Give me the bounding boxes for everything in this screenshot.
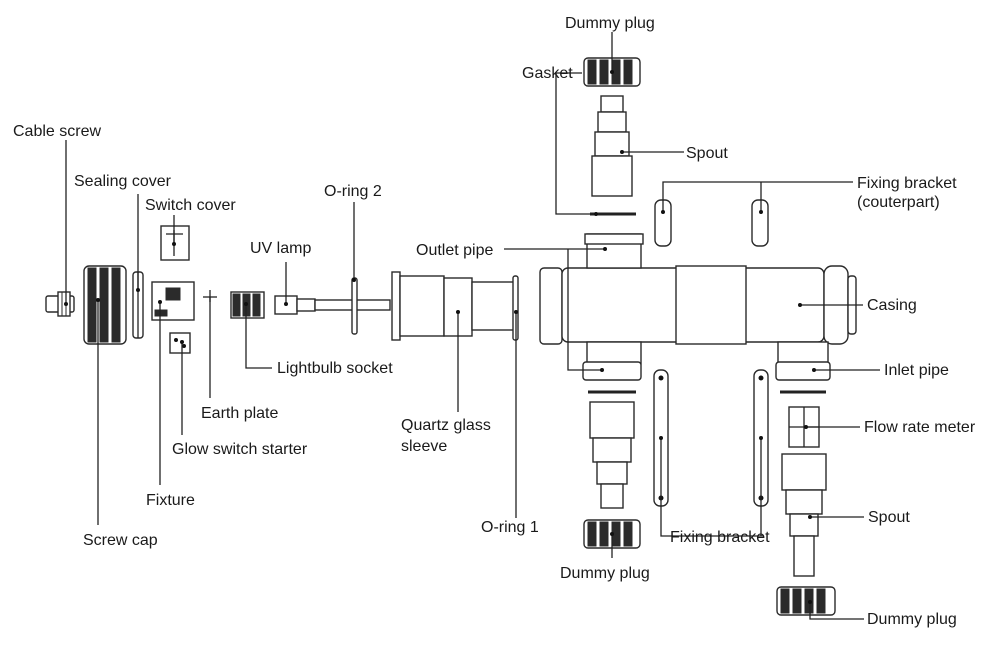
label-o-ring-1: O-ring 1 bbox=[481, 519, 539, 536]
fixing-bracket-parts bbox=[653, 369, 769, 507]
label-spout-top: Spout bbox=[686, 145, 728, 162]
leader-lines bbox=[64, 32, 880, 620]
spout-bottom-right-part bbox=[781, 453, 827, 577]
casing-part bbox=[539, 233, 857, 365]
spout-top-part bbox=[591, 95, 633, 197]
label-casing: Casing bbox=[867, 297, 917, 314]
cable-screw-part bbox=[45, 291, 75, 317]
label-outlet-pipe: Outlet pipe bbox=[416, 242, 493, 259]
uv-lamp-part bbox=[274, 295, 391, 315]
glow-switch-starter-part bbox=[169, 332, 191, 354]
o-ring-2-part bbox=[351, 277, 358, 335]
label-fixture: Fixture bbox=[146, 492, 195, 509]
label-screw-cap: Screw cap bbox=[83, 532, 158, 549]
label-inlet-pipe: Inlet pipe bbox=[884, 362, 949, 379]
label-quartz-sleeve-line1: Quartz glass bbox=[401, 417, 491, 434]
label-quartz-sleeve-line2: sleeve bbox=[401, 438, 447, 455]
label-uv-lamp: UV lamp bbox=[250, 240, 311, 257]
label-fixing-bracket-counterpart-line2: (couterpart) bbox=[857, 194, 940, 211]
label-cable-screw: Cable screw bbox=[13, 123, 101, 140]
label-lightbulb-socket: Lightbulb socket bbox=[277, 360, 393, 377]
label-switch-cover: Switch cover bbox=[145, 197, 236, 214]
outlet-pipe-bottom-collar bbox=[582, 361, 642, 381]
label-spout-bottom: Spout bbox=[868, 509, 910, 526]
screw-cap-part bbox=[83, 265, 127, 345]
label-o-ring-2: O-ring 2 bbox=[324, 183, 382, 200]
label-glow-switch-starter: Glow switch starter bbox=[172, 441, 308, 458]
inlet-pipe-collar bbox=[775, 361, 831, 381]
label-gasket: Gasket bbox=[522, 65, 573, 82]
label-flow-rate-meter: Flow rate meter bbox=[864, 419, 976, 436]
label-dummy-plug-bottom-right: Dummy plug bbox=[867, 611, 957, 628]
spout-bottom-left-part bbox=[589, 401, 635, 509]
label-fixing-bracket: Fixing bracket bbox=[670, 529, 770, 546]
label-earth-plate: Earth plate bbox=[201, 405, 278, 422]
label-dummy-plug-top: Dummy plug bbox=[565, 15, 655, 32]
dummy-plug-bottom-right-part bbox=[776, 586, 836, 616]
label-fixing-bracket-counterpart-line1: Fixing bracket bbox=[857, 175, 957, 192]
label-sealing-cover: Sealing cover bbox=[74, 173, 172, 190]
quartz-glass-sleeve-part bbox=[391, 271, 515, 341]
label-dummy-plug-bottom-left: Dummy plug bbox=[560, 565, 650, 582]
fixing-bracket-counterpart-parts bbox=[654, 199, 769, 247]
